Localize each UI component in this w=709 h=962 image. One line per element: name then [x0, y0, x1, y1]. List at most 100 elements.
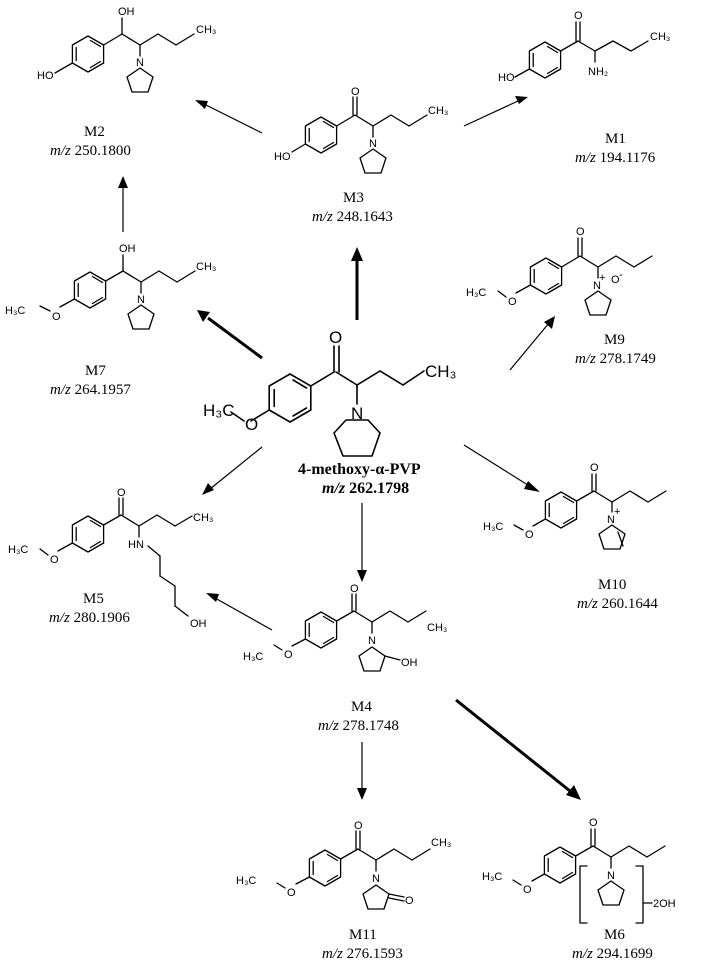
- m7-oh: OH: [119, 243, 136, 255]
- m5-structure: O H₃C O CH₃ HN OH: [8, 487, 213, 630]
- m10-methoxy-o: O: [525, 529, 534, 541]
- m5-o: O: [117, 487, 126, 499]
- m2-n: N: [136, 57, 144, 69]
- m1-ch3: CH₃: [650, 31, 670, 43]
- parent-mz: m/z 262.1798: [322, 480, 409, 497]
- m9-n-plus: +: [599, 272, 605, 284]
- m10-label: M10: [598, 577, 626, 593]
- parent-ch3: CH₃: [425, 362, 456, 381]
- m4-oh: OH: [401, 657, 418, 669]
- arrowhead-m7-to-m2: [118, 176, 128, 188]
- m3-o: O: [351, 86, 360, 98]
- m10-o: O: [590, 462, 599, 474]
- m2-ch3: CH₃: [196, 24, 216, 36]
- arrow-m4-to-m5: [214, 597, 273, 631]
- m1-nh2: NH₂: [588, 66, 608, 78]
- m4-mz: m/z 278.1748: [318, 718, 399, 734]
- m5-ch3: CH₃: [193, 512, 213, 524]
- m6-mz: m/z 294.1699: [572, 946, 653, 962]
- arrow-m3-to-m2: [203, 103, 263, 134]
- m2-structure: HO OH CH₃ N: [37, 6, 216, 93]
- arrow-m3-to-m1: [463, 100, 519, 127]
- m2-label: M2: [84, 124, 105, 140]
- m9-methoxy-o: O: [508, 296, 517, 308]
- m11-mz: m/z 276.1593: [322, 946, 403, 962]
- m5-mz: m/z 280.1906: [49, 610, 130, 626]
- m4-structure: O H₃C O CH₃ N OH: [243, 583, 447, 672]
- m5-label: M5: [83, 591, 104, 607]
- parent-name: 4-methoxy-α-PVP: [298, 461, 421, 478]
- m7-n: N: [137, 294, 145, 306]
- m4-ch3: CH₃: [427, 622, 447, 634]
- m1-ho: HO: [498, 72, 515, 84]
- m7-ch3: CH₃: [196, 261, 216, 273]
- m7-structure: O H₃C OH CH₃ N: [5, 243, 216, 330]
- arrow-parent-to-m7: [207, 316, 263, 360]
- m9-label: M9: [604, 332, 625, 348]
- m9-n: N: [593, 280, 601, 292]
- m9-mz: m/z 278.1749: [575, 351, 656, 367]
- m11-lactam-o: O: [405, 895, 414, 907]
- m5-oh: OH: [190, 618, 207, 630]
- m11-methoxy-o: O: [287, 887, 296, 899]
- m5-h3c: H₃C: [8, 544, 28, 556]
- m10-mz: m/z 260.1644: [577, 596, 658, 612]
- m3-n: N: [369, 138, 377, 150]
- m3-mz: m/z 248.1643: [312, 209, 393, 225]
- m9-h3c: H₃C: [466, 287, 486, 299]
- arrowhead-m3-to-m2: [195, 100, 208, 109]
- m7-h3c: H₃C: [5, 305, 25, 317]
- m4-label: M4: [351, 699, 372, 715]
- arrow-parent-to-m9: [509, 322, 550, 371]
- m3-label: M3: [343, 190, 364, 206]
- arrowhead-parent-to-m9: [544, 316, 555, 329]
- m6-label: M6: [604, 927, 625, 943]
- m2-ho: HO: [37, 70, 54, 82]
- m4-h3c: H₃C: [243, 651, 263, 663]
- m10-h3c: H₃C: [483, 521, 503, 533]
- m6-h3c: H₃C: [482, 871, 502, 883]
- m4-o: O: [350, 583, 359, 595]
- m11-o: O: [354, 820, 363, 832]
- m9-o: O: [576, 226, 585, 238]
- m9-oxide-minus: -: [619, 269, 623, 281]
- arrowhead-parent-to-m4: [357, 570, 367, 582]
- parent-methoxy-o: O: [245, 415, 258, 434]
- m6-methoxy-o: O: [523, 884, 532, 896]
- arrowhead-m4-to-m11: [357, 788, 367, 800]
- pathway-arrows: [118, 96, 581, 800]
- m9-n-oxide: O: [611, 274, 620, 286]
- parent-carbonyl-o: O: [329, 328, 342, 347]
- arrowhead-m4-to-m6: [566, 785, 581, 800]
- arrow-parent-to-m10: [463, 444, 532, 488]
- m11-label: M11: [349, 927, 377, 943]
- m11-structure: O H₃C O CH₃ N O: [236, 820, 451, 910]
- m7-methoxy-o: O: [52, 311, 61, 323]
- arrowhead-parent-to-m7: [197, 310, 210, 322]
- arrowhead-parent-to-m10: [524, 481, 540, 492]
- m6-structure: O H₃C O N 2OH: [482, 817, 676, 924]
- m1-o: O: [574, 10, 583, 22]
- parent-structure: O CH₃ N O H₃C 4-methoxy-α-PVP m/z 262.17…: [203, 328, 456, 497]
- m11-ch3: CH₃: [431, 837, 451, 849]
- arrowhead-parent-to-m5: [202, 483, 214, 495]
- m11-h3c: H₃C: [236, 875, 256, 887]
- m2-oh: OH: [118, 6, 135, 18]
- m1-label: M1: [605, 131, 626, 147]
- arrow-m4-to-m6: [455, 698, 571, 793]
- m2-mz: m/z 250.1800: [50, 143, 131, 159]
- m10-n-plus: +: [614, 506, 620, 518]
- m6-n: N: [607, 870, 615, 882]
- m3-ch3: CH₃: [428, 105, 448, 117]
- parent-h3c: H₃C: [203, 401, 234, 420]
- m6-o: O: [589, 817, 598, 829]
- arrowhead-m4-to-m5: [206, 593, 219, 602]
- m11-n: N: [372, 873, 380, 885]
- m7-mz: m/z 264.1957: [50, 382, 131, 398]
- m10-n: N: [607, 514, 615, 526]
- m3-structure: HO O CH₃ N: [274, 86, 448, 174]
- m4-n: N: [368, 635, 376, 647]
- m1-structure: HO O CH₃ NH₂: [498, 10, 670, 84]
- m4-methoxy-o: O: [284, 649, 293, 661]
